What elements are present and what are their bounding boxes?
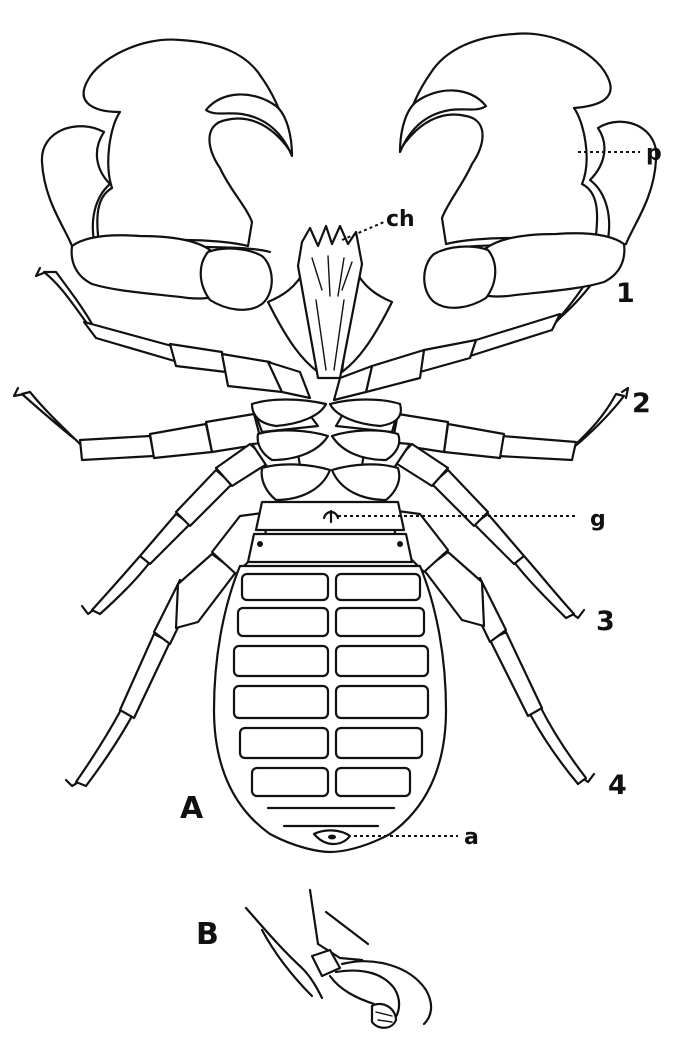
chelicerae [266, 224, 394, 380]
label-figure-b: B [196, 917, 219, 952]
coxal-plates [250, 398, 402, 502]
pedipalp-right [398, 32, 658, 309]
label-leg-4: 4 [608, 770, 627, 801]
leg-4-right [388, 508, 596, 786]
abdomen [212, 500, 448, 854]
label-leg-3: 3 [596, 606, 615, 637]
label-leg-1: 1 [616, 278, 635, 309]
leg-1-left [34, 266, 312, 400]
pedipalp-left [40, 38, 294, 311]
label-figure-a: A [180, 791, 204, 826]
label-p: p [646, 141, 662, 166]
label-ch: ch [386, 207, 415, 232]
leader-lines [338, 151, 640, 837]
figure-b-tarsus-detail [244, 888, 433, 1029]
leader-ch [341, 221, 385, 241]
label-a: a [464, 825, 479, 850]
label-leg-2: 2 [632, 388, 651, 419]
label-g: g [590, 507, 606, 532]
